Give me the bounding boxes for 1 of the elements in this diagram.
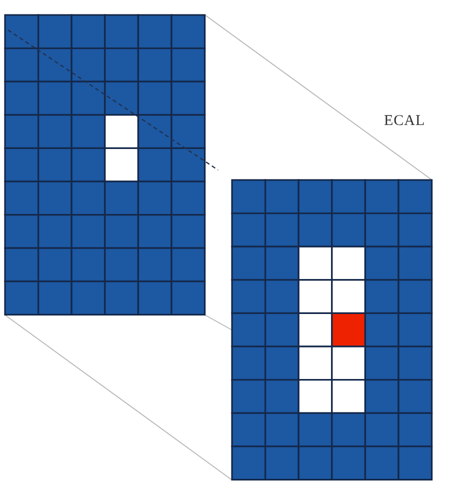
detector-label: ECAL: [384, 113, 426, 130]
